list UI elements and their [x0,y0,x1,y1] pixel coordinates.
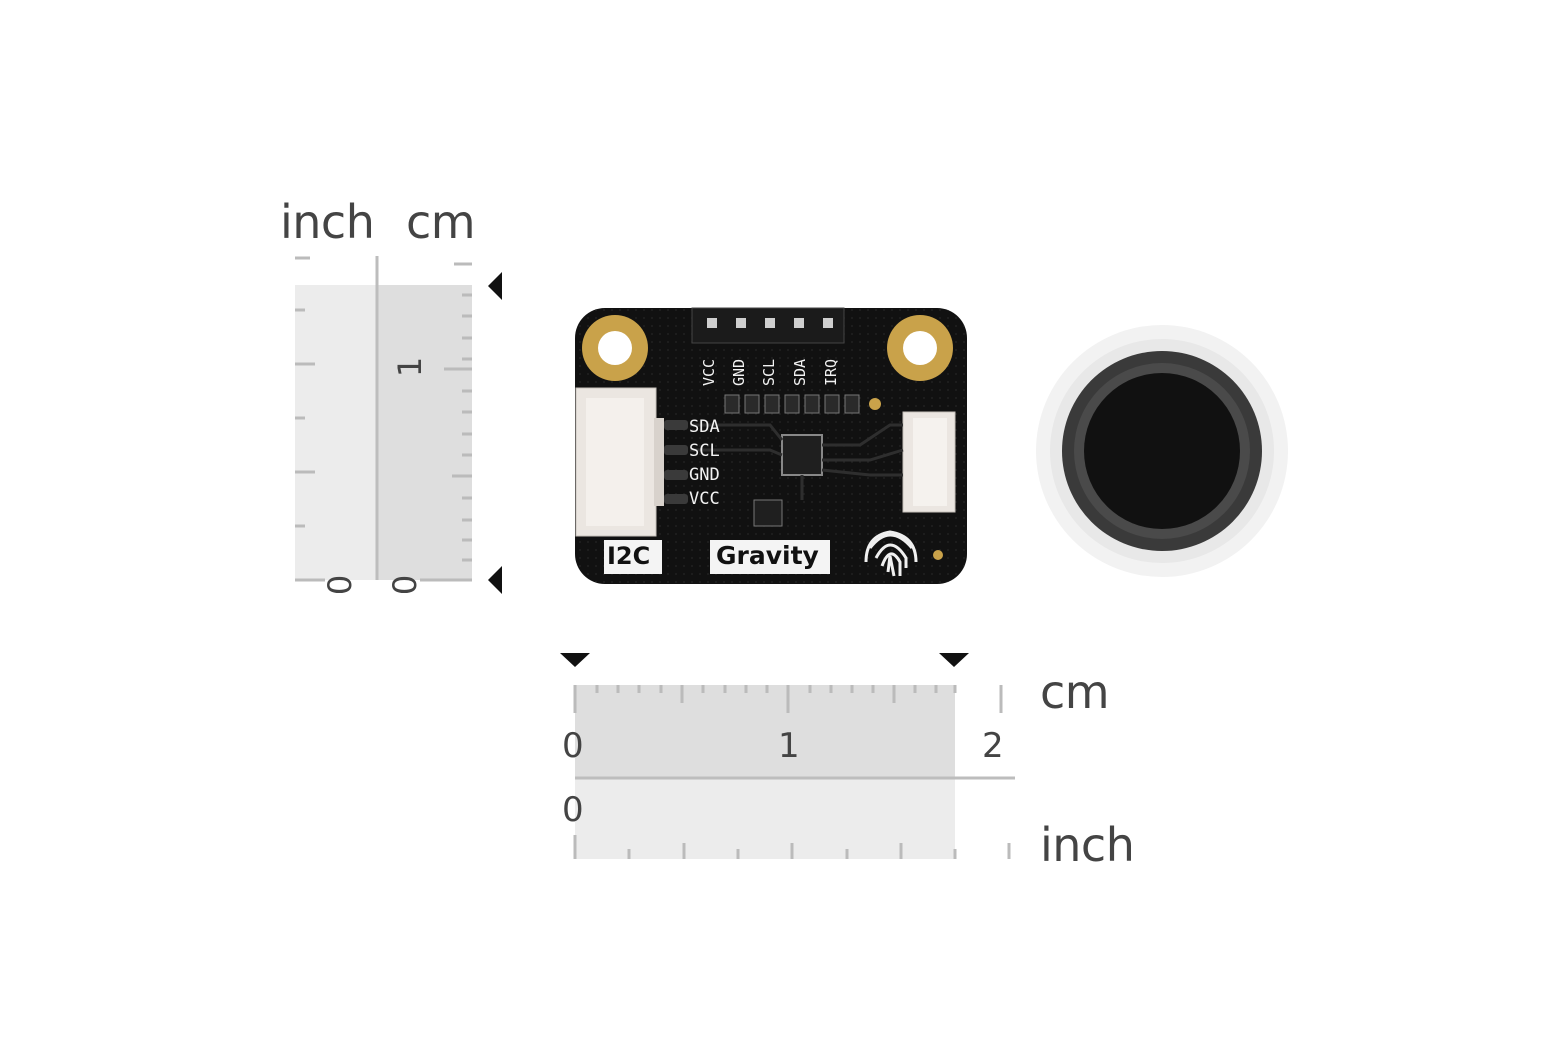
horizontal-inch-zero: 0 [562,790,584,830]
gravity-label: Gravity [716,541,819,570]
horizontal-cm-tick-2: 2 [982,726,1004,766]
pcb-graphic [575,307,967,584]
pin-label-sda: SDA [791,358,809,386]
pin-label-gnd: GND [730,358,748,386]
vertical-bottom-arrow-icon [488,566,502,594]
fingerprint-sensor [1036,325,1288,577]
fingerprint-icon [864,530,918,577]
vertical-ruler-scale [295,256,502,594]
vertical-inch-label: inch [280,195,375,249]
side-pin-vcc: VCC [689,489,720,509]
horizontal-inch-label: inch [1040,818,1135,872]
horizontal-cm-tick-1: 1 [778,726,800,766]
horizontal-cm-label: cm [1040,665,1110,719]
pin-label-scl: SCL [760,358,778,386]
vertical-cm-label: cm [406,195,476,249]
pin-label-vcc: VCC [700,358,718,386]
vertical-cm-zero: 0 [386,574,425,596]
vertical-cm-one: 1 [391,356,430,378]
horizontal-left-arrow-icon [560,653,590,667]
horizontal-right-arrow-icon [939,653,969,667]
side-pin-sda: SDA [689,417,720,437]
i2c-label: I2C [607,542,651,570]
side-pin-scl: SCL [689,441,720,461]
horizontal-cm-tick-0: 0 [562,726,584,766]
pin-label-irq: IRQ [822,358,840,386]
horizontal-ruler-scale [560,653,1015,859]
vertical-inch-zero: 0 [321,574,360,596]
vertical-top-arrow-icon [488,272,502,300]
side-pin-gnd: GND [689,465,720,485]
